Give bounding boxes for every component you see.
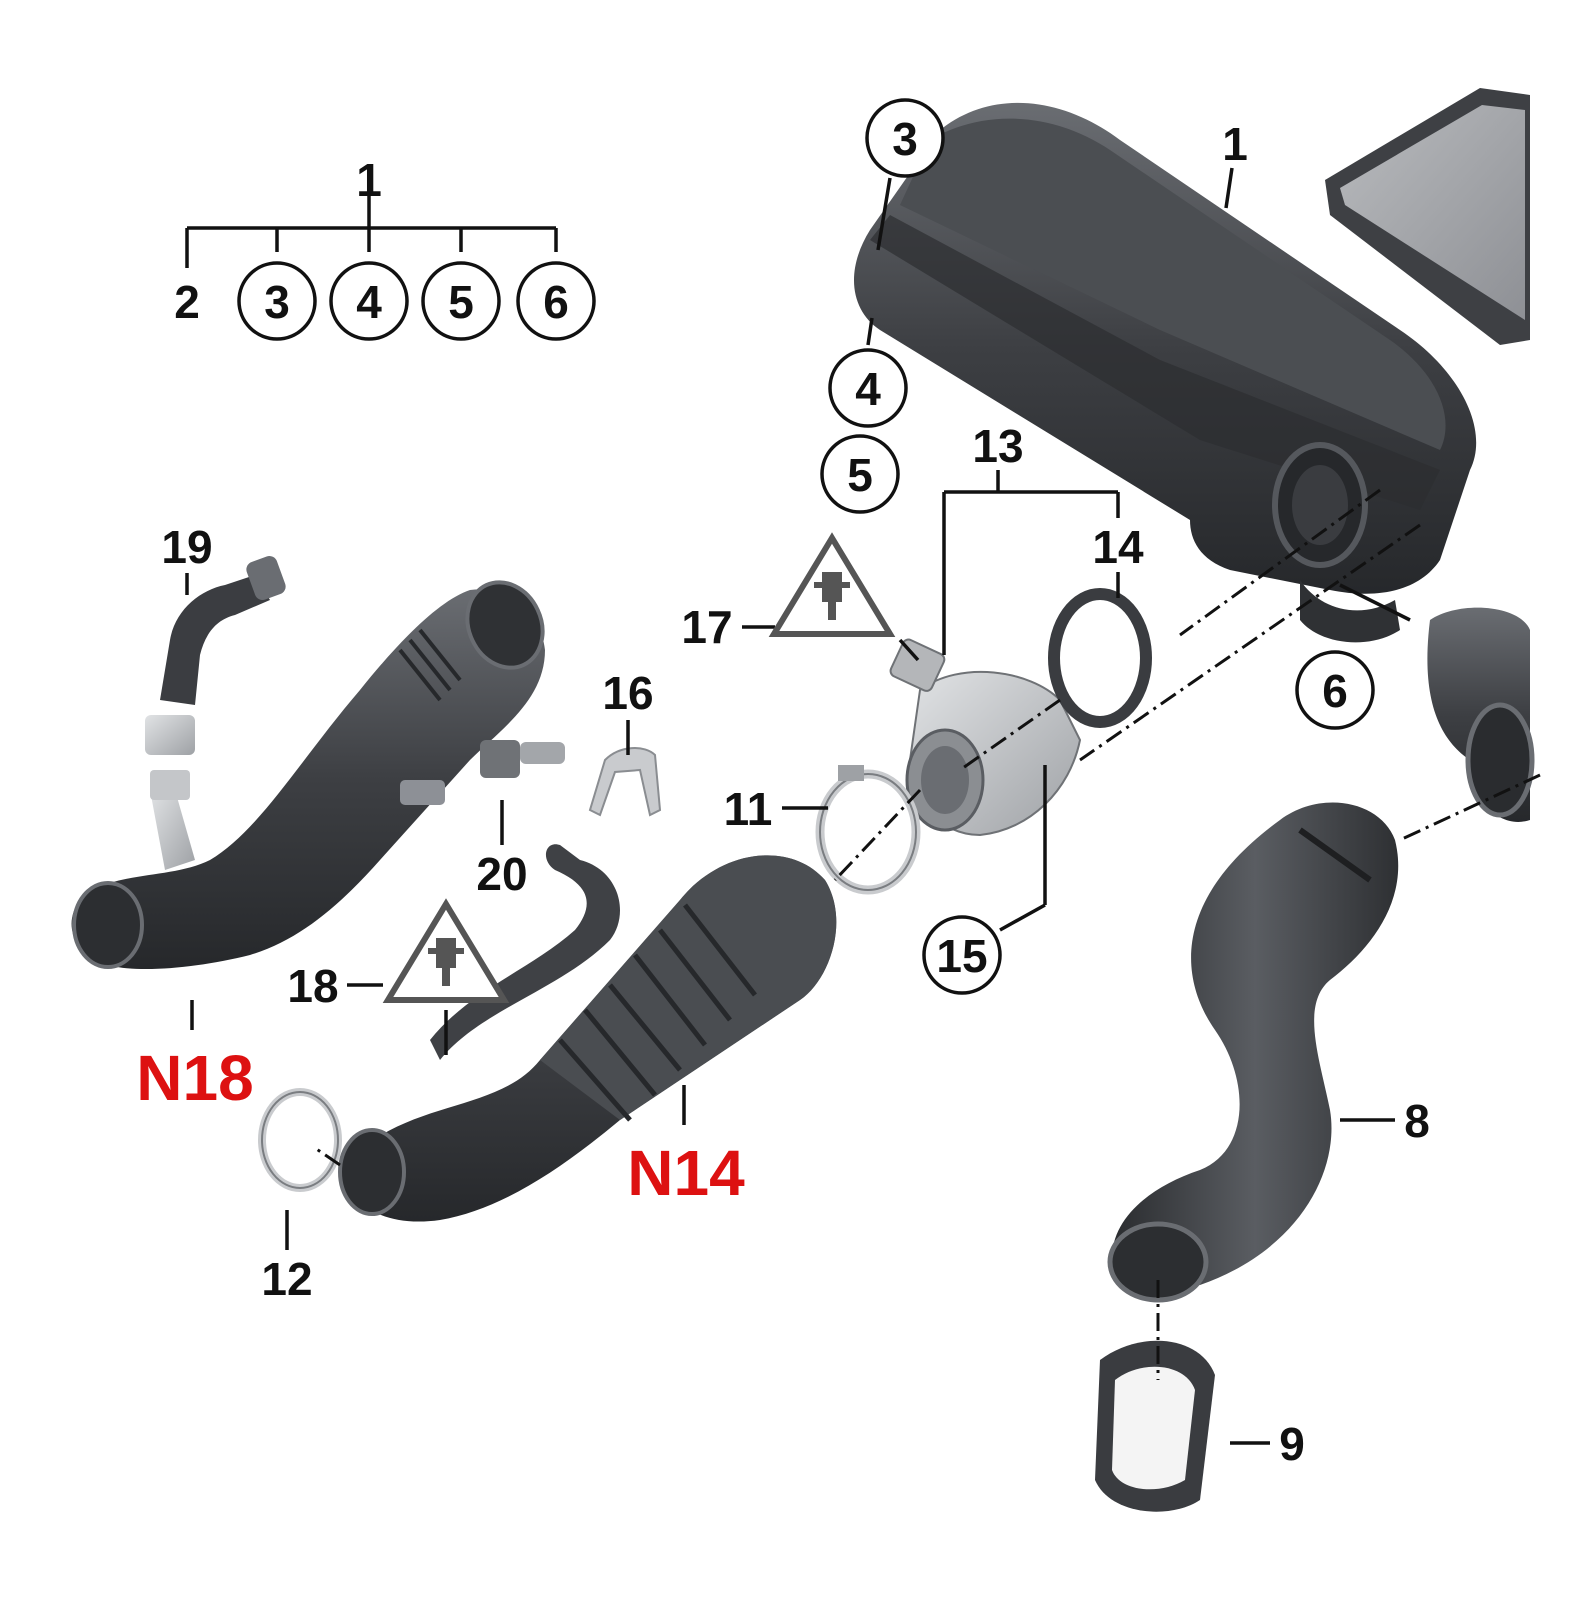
warning-triangle-plug-icon — [768, 532, 896, 637]
label-housing-1: 1 — [1222, 118, 1248, 170]
label-circles — [237, 98, 1375, 995]
label-tree-3: 3 — [264, 276, 290, 328]
label-housing-3: 3 — [892, 113, 918, 165]
label-13: 13 — [972, 420, 1023, 472]
variant-label-n14: N14 — [627, 1137, 745, 1209]
label-14: 14 — [1092, 521, 1144, 573]
label-17: 17 — [681, 601, 732, 653]
vent-hose — [145, 555, 286, 800]
label-housing-6: 6 — [1322, 665, 1348, 717]
label-tree-1: 1 — [356, 154, 382, 206]
leader-lines — [185, 167, 1541, 1445]
variant-label-n18: N18 — [136, 1042, 253, 1114]
clip — [588, 747, 662, 817]
label-housing-4: 4 — [855, 363, 881, 415]
label-18: 18 — [287, 960, 338, 1012]
hose-clamp-11 — [815, 765, 921, 895]
part-labels: 1 2 3 4 5 6 3 1 4 5 6 13 14 15 17 16 19 … — [136, 113, 1430, 1470]
intake-hose-n14 — [338, 844, 837, 1222]
label-19: 19 — [161, 521, 212, 573]
label-housing-5: 5 — [847, 449, 873, 501]
label-15: 15 — [936, 930, 987, 982]
filter-element — [1325, 88, 1530, 345]
hose-clamp-12 — [258, 1088, 342, 1192]
mass-air-flow-sensor — [889, 638, 1082, 837]
intake-hose-n18 — [71, 580, 545, 970]
air-filter-housing — [853, 102, 1477, 643]
label-8: 8 — [1404, 1095, 1430, 1147]
label-tree-4: 4 — [356, 276, 382, 328]
label-tree-6: 6 — [543, 276, 569, 328]
intake-snorkel-upper — [1427, 607, 1535, 822]
label-12: 12 — [261, 1253, 312, 1305]
o-ring — [1048, 588, 1152, 728]
label-16: 16 — [602, 667, 653, 719]
label-9: 9 — [1279, 1418, 1305, 1470]
label-2: 2 — [174, 276, 200, 328]
label-11: 11 — [724, 783, 773, 835]
sensor-20 — [400, 740, 565, 805]
label-tree-5: 5 — [448, 276, 474, 328]
intake-duct — [1107, 802, 1399, 1303]
label-20: 20 — [476, 848, 527, 900]
warning-triangle-plug-icon — [382, 898, 510, 1003]
duct-seal — [1095, 1340, 1215, 1512]
